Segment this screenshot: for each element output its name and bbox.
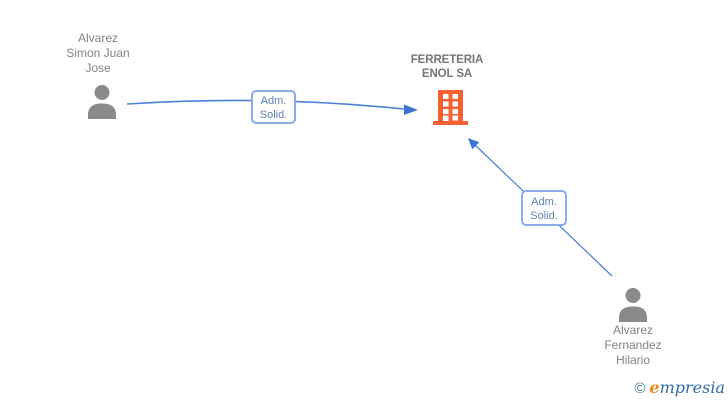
arrowhead-upleft-icon — [468, 138, 480, 150]
company-name-line2: ENOL SA — [421, 68, 473, 80]
company-name-line1: FERRETERIA — [410, 54, 484, 66]
brand-name: empresia — [649, 379, 725, 397]
edge2-label-line1: Adm. — [531, 196, 557, 208]
person1-name-line2: Simon Juan — [66, 46, 130, 60]
edge1-label: Adm. Solid. — [251, 90, 296, 124]
edge1-label-line1: Adm. — [260, 95, 287, 107]
person2-name: Alvarez Fernandez Hilario — [568, 323, 698, 368]
person2-name-line1: Alvarez — [612, 323, 653, 337]
copyright-icon: © — [634, 379, 646, 397]
company-name[interactable]: FERRETERIA ENOL SA — [382, 53, 512, 81]
building-icon[interactable] — [432, 88, 469, 125]
edge1-label-line2: Solid. — [259, 109, 288, 121]
person1-name: Alvarez Simon Juan Jose — [33, 31, 163, 76]
empresia-logo[interactable]: © empresia — [634, 379, 725, 397]
edge2-label: Adm. Solid. — [521, 190, 567, 226]
person-icon[interactable] — [86, 85, 118, 119]
brand-rest: mpresia — [659, 378, 725, 397]
edge2-label-line2: Solid. — [530, 210, 558, 222]
person1-name-line1: Alvarez — [77, 31, 118, 45]
brand-first-letter: e — [649, 378, 660, 397]
arrowhead-right-icon — [404, 104, 418, 115]
person1-name-line3: Jose — [85, 61, 111, 75]
person2-name-line2: Fernandez — [604, 338, 662, 352]
person-icon[interactable] — [617, 288, 649, 322]
person2-name-line3: Hilario — [615, 353, 650, 367]
